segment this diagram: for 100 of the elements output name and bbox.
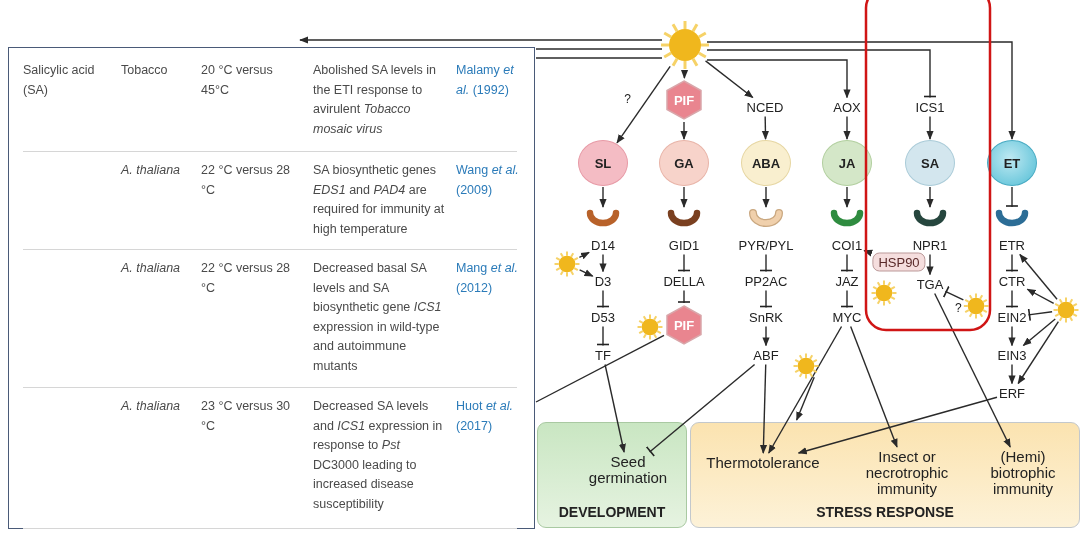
inhibition-line <box>1005 253 1019 273</box>
sun-icon <box>660 20 710 70</box>
arrow <box>680 186 688 208</box>
arrow <box>1026 288 1055 305</box>
inhibition-line <box>596 325 610 347</box>
receptor-icon <box>829 209 865 227</box>
arrow <box>797 396 998 455</box>
receptor-icon <box>912 209 948 227</box>
arrow <box>843 115 851 140</box>
temperature-text: 22 °C versus 28 °C <box>201 162 292 199</box>
gene-label: CTR <box>998 273 1026 289</box>
arrow <box>926 186 934 208</box>
arrow <box>1008 325 1016 347</box>
arrow <box>604 363 626 453</box>
arrow <box>706 41 1016 140</box>
arrow <box>706 59 851 99</box>
inhibition-line <box>645 363 756 457</box>
finding-text: Decreased SA levels and ICS1 expression in response to Pst DC3000 leading to increased disease susceptibility <box>313 398 444 513</box>
outcome-label: (Hemi) biotrophic immunity <box>975 449 1071 497</box>
receptor-icon <box>748 209 784 227</box>
arrow <box>704 60 754 99</box>
arrow <box>933 292 1011 448</box>
arrow <box>849 325 898 448</box>
gene-label: MYC <box>832 309 862 325</box>
gene-label: DELLA <box>663 273 705 289</box>
hormone-circle: JA <box>822 140 872 186</box>
panel-title: DEVELOPMENT <box>558 505 666 520</box>
panel-title: STRESS RESPONSE <box>816 505 954 520</box>
arrow <box>1019 253 1058 300</box>
gene-label: PP2AC <box>744 273 788 289</box>
hormone-circle: SA <box>905 140 955 186</box>
gene-label: PYR/PYL <box>738 237 794 253</box>
gene-label: TF <box>595 347 611 363</box>
gene-label: SnRK <box>749 309 783 325</box>
hormone-circle: ET <box>987 140 1037 186</box>
edge-label: ? <box>622 92 633 106</box>
inhibition-line <box>706 49 937 99</box>
arrow <box>761 115 770 140</box>
connector-line <box>535 334 665 403</box>
inhibition-line <box>759 289 773 309</box>
temperature-text: 23 °C versus 30 °C <box>201 398 292 435</box>
inhibition-line <box>677 253 691 273</box>
hormone-circle: ABA <box>741 140 791 186</box>
inhibition-line <box>759 253 773 273</box>
inhibition-line <box>942 285 965 301</box>
gene-label: COI1 <box>831 237 863 253</box>
receptor-icon <box>585 209 621 227</box>
arrow <box>795 376 815 421</box>
citation-link: Mang et al. (2012) <box>456 260 519 297</box>
arrow <box>759 363 768 454</box>
gene-label: D14 <box>591 237 615 253</box>
gene-label: NPR1 <box>912 237 948 253</box>
citation-link: Malamy et al. (1992) <box>456 62 515 99</box>
sun-icon <box>793 353 819 379</box>
finding-text: Abolished SA levels in the ETI response to avirulent Tobacco mosaic virus <box>313 62 437 138</box>
hexagon-node: PIF <box>666 80 702 120</box>
connector-line <box>535 57 663 59</box>
hormone-circle: GA <box>659 140 709 186</box>
arrow <box>1022 318 1056 347</box>
inhibition-line <box>1005 289 1019 309</box>
sun-icon <box>963 293 989 319</box>
arrow <box>762 186 770 208</box>
gene-label: NCED <box>746 99 784 115</box>
gene-label: EIN3 <box>997 347 1027 363</box>
compound-name: Salicylic acid (SA) <box>23 62 96 99</box>
species-name: A. thaliana <box>121 260 182 277</box>
arrow <box>863 249 873 257</box>
species-name: Tobacco <box>121 62 169 79</box>
outcome-label: Seed germination <box>573 454 683 486</box>
inhibition-line <box>840 253 854 273</box>
temperature-text: 22 °C versus 28 °C <box>201 260 292 297</box>
arrow <box>680 69 689 79</box>
outcome-label: Insect or necrotrophic immunity <box>853 449 961 497</box>
connector-line <box>535 48 663 50</box>
arrow <box>578 251 590 260</box>
arrow <box>1008 363 1016 385</box>
arrow <box>1017 321 1060 385</box>
arrow <box>926 253 934 276</box>
gene-label: ETR <box>999 237 1025 253</box>
sun-icon <box>554 251 580 277</box>
arrow <box>578 269 594 277</box>
hormone-circle: SL <box>578 140 628 186</box>
finding-text: SA biosynthetic genes EDS1 and PAD4 are required for immunity at high temperature <box>313 162 446 238</box>
inhibition-line <box>677 289 691 304</box>
edge-label: ? <box>953 301 964 315</box>
citation-link: Wang et al. (2009) <box>456 162 520 199</box>
finding-text: Decreased basal SA levels and SA biosynthetic gene ICS1 expression in wild-type and autoimmune mutants <box>313 260 443 375</box>
gene-label: AOX <box>833 99 861 115</box>
species-name: A. thaliana <box>121 162 182 179</box>
species-name: A. thaliana <box>121 398 182 415</box>
gene-label: D3 <box>594 273 612 289</box>
arrow <box>768 325 843 454</box>
gene-label: ICS1 <box>915 99 945 115</box>
inhibition-line <box>1027 308 1053 322</box>
gene-label: GID1 <box>668 237 700 253</box>
protein-pill: HSP90 <box>872 252 926 272</box>
sun-icon <box>1053 297 1079 323</box>
arrow <box>680 121 688 140</box>
gene-label: JAZ <box>835 273 859 289</box>
gene-label: ERF <box>999 385 1025 401</box>
